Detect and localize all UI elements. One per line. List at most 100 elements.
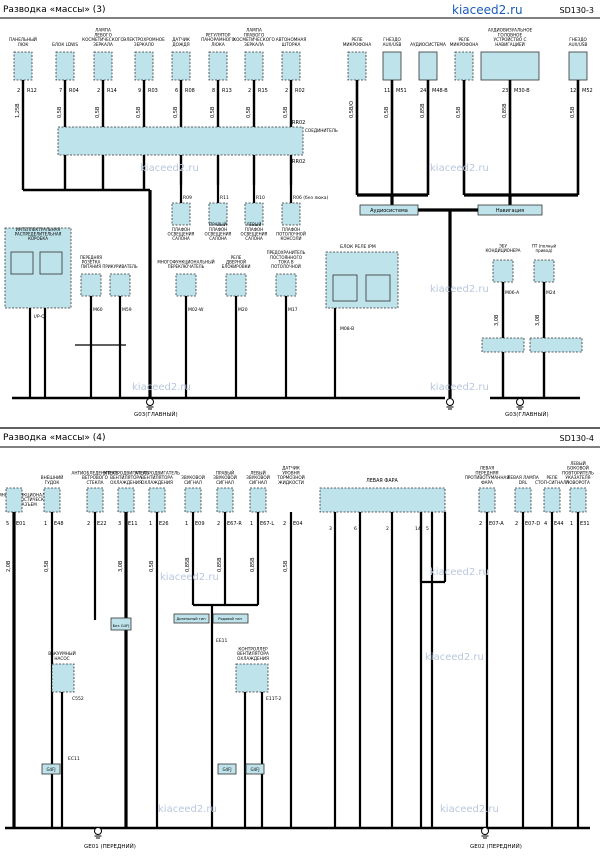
panel-3-code: SD130-3 <box>559 6 594 15</box>
lamp-label: ПРАВЫЙ <box>209 222 226 227</box>
pin-number: 12 <box>570 88 576 94</box>
component-connector-box <box>43 487 61 513</box>
ground-symbol-icon <box>94 827 102 839</box>
connector-code: E26 <box>159 521 169 527</box>
right-connector-box <box>568 51 588 81</box>
wire-gauge-label: 3,0В <box>494 314 500 326</box>
watermark: kiaceed2.ru <box>430 567 489 578</box>
lower-component-label: ПЕРЕДНЯЯ <box>80 255 102 260</box>
watermark: kiaceed2.ru <box>430 284 489 295</box>
wire-gauge-label: 0,85В <box>217 557 223 572</box>
relay-box <box>332 274 358 302</box>
component-label: ЗЕРКАЛА <box>244 42 264 47</box>
component-connector-box <box>281 51 301 81</box>
pin-number: 2 <box>515 521 518 527</box>
right-connector-box <box>418 51 438 81</box>
component-connector-box <box>93 51 113 81</box>
connector-code: R06 (без люка) <box>293 195 329 201</box>
connector-code: EC11 <box>68 756 80 762</box>
ac-label: ПТ (полный <box>532 243 557 248</box>
right-component-label: УСТРОЙСТВО С <box>494 37 527 42</box>
lower-connector-box <box>175 273 197 297</box>
connector-code: E67-L <box>260 521 274 527</box>
lamp-connector-box <box>281 202 301 226</box>
lower-component-label: ДВЕРНОЙ <box>226 259 246 264</box>
component-label: СТОП-СИГНАЛА <box>535 480 569 485</box>
connector-code: M60 <box>93 307 103 313</box>
engine-tag <box>110 617 132 631</box>
lower-connector-box <box>275 273 297 297</box>
connector-code: M48-B <box>432 88 448 94</box>
bus-nav-label: Навигация <box>496 208 524 214</box>
lower-component-label: ПОСТОЯННОГО <box>270 255 302 260</box>
lower-connector-box <box>235 663 269 693</box>
component-label: СИГНАЛ <box>249 480 267 485</box>
watermark: kiaceed2.ru <box>132 382 191 393</box>
wire-gauge-label: 0,5В <box>570 106 576 118</box>
wire-gauge-label: 0,5В <box>173 106 179 118</box>
note-diesel: Дизельный тип <box>176 617 206 621</box>
pin-number: 2 <box>248 88 251 94</box>
right-component-label: АУДИОСИСТЕМА <box>410 42 446 47</box>
connector-code: E31 <box>580 521 590 527</box>
lower-component-label: ВЕНТИЛЯТОРА <box>237 651 269 656</box>
connector-code: R08 <box>185 88 195 94</box>
lower-component-label: КОНТРОЛЛЕР <box>238 646 268 651</box>
component-connector-box <box>208 51 228 81</box>
connector-code: R15 <box>258 88 268 94</box>
pin-number: 1 <box>250 521 253 527</box>
component-label: СИГНАЛ <box>184 480 202 485</box>
wire-gauge-label: 0,5В <box>57 106 63 118</box>
component-label: ЛАМПА <box>95 28 111 33</box>
component-connector-box <box>5 487 23 513</box>
lamp-label: КОНСОЛИ <box>281 236 302 241</box>
right-component-label: РЕЛЕ <box>352 37 363 42</box>
connector-code: M51 <box>396 88 407 94</box>
left-headlight-label: ЛЕВАЯ ФАРА <box>366 478 398 484</box>
right-component-label: НАВИГАЦИЕЙ <box>495 42 525 47</box>
ground-label: GE01 (ПЕРЕДНИЙ) <box>84 843 136 850</box>
component-label: DRL <box>519 480 528 485</box>
component-label: ТОРМОЗНОЙ <box>276 475 305 480</box>
lower-component-label: БЛОКИРОВКИ <box>222 264 251 269</box>
connector-strip <box>57 126 304 156</box>
engine-tag <box>217 763 237 775</box>
component-label: КОСМЕТИЧЕСКОГО <box>233 37 275 42</box>
wire-gauge-label: 0,5В/О <box>349 101 355 118</box>
component-label: ЛЕВОГО <box>94 32 113 37</box>
component-label: ОХЛАЖДЕНИЯ <box>141 480 173 485</box>
wire-gauge-label: 2,0В <box>6 560 12 572</box>
component-label: ЭЛЕКТРОДВИГАТЕЛЬ <box>134 470 180 475</box>
component-connector-box <box>543 487 561 513</box>
connector-code: R12 <box>27 88 37 94</box>
relay-box <box>39 251 63 275</box>
component-label: ВНЕШНИЙ <box>41 475 64 480</box>
lower-component-label: ТОКА В <box>277 259 293 264</box>
connector-code: E07-A <box>489 521 504 527</box>
lower-connector-box <box>109 273 131 297</box>
component-label: ГУДОК <box>45 480 60 485</box>
right-component-label: ГНЕЗДО <box>383 37 401 42</box>
connector-code: R03 <box>148 88 158 94</box>
component-label: ПЕРЕДНЯЯ <box>475 470 498 475</box>
component-label: ВЕТРОВОГО <box>82 475 109 480</box>
junction-box-label: КОРОБКА <box>28 236 48 241</box>
wire-gauge-label: 3,0В <box>118 560 124 572</box>
pin-number: 2 <box>283 521 286 527</box>
note-box <box>173 613 210 624</box>
ac-label: ЭБУ <box>499 243 508 248</box>
wire-gauge-label: 0,5В <box>283 106 289 118</box>
component-label: ЛАМПА <box>246 28 262 33</box>
component-connector-box <box>55 51 75 81</box>
component-label: ПОВТОРИТЕЛЬ <box>562 470 594 475</box>
connector-code: I/P-Q <box>34 314 45 320</box>
watermark: kiaceed2.ru <box>140 163 199 174</box>
pin-number: 9 <box>138 88 141 94</box>
site-label: kiaceed2.ru <box>452 3 523 17</box>
lamp-label: ОСВЕЩЕНИЯ <box>168 231 195 236</box>
watermark: kiaceed2.ru <box>158 804 217 815</box>
lower-component-label: ПИТАНИЯ <box>81 264 101 269</box>
lamp-label: ОСВЕЩЕНИЯ <box>205 231 232 236</box>
note-box <box>481 337 525 353</box>
component-label: ЭЛЕКТРОДВИГАТЕЛЬ <box>103 470 149 475</box>
